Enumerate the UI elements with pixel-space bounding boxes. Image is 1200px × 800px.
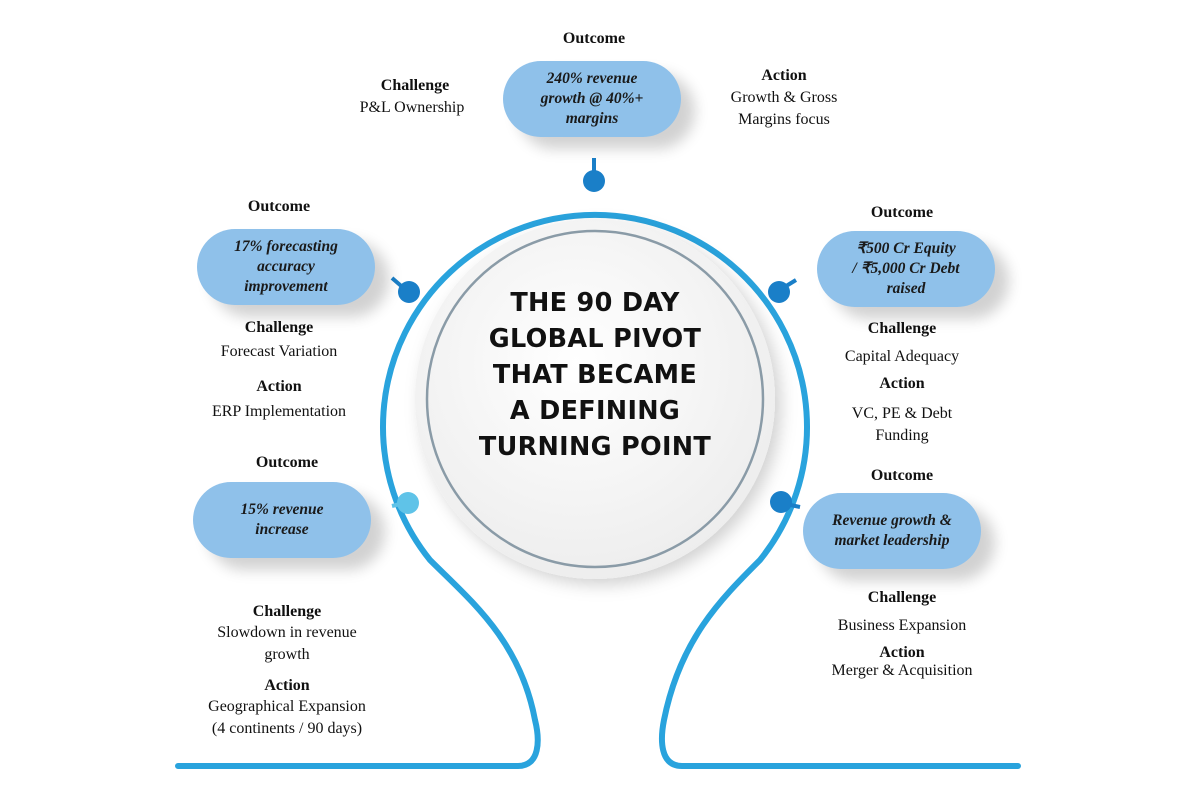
action-heading-lower-right: Action <box>879 644 925 661</box>
outcome-heading-lower-right: Outcome <box>870 467 934 484</box>
center-title-line: GLOBAL PIVOT <box>488 324 702 354</box>
challenge-heading-top: Challenge <box>380 77 450 94</box>
outcome-line: ₹500 Cr Equity <box>856 240 956 257</box>
outcome-line: 17% forecasting <box>234 238 338 255</box>
outcome-heading-lower-left: Outcome <box>255 454 319 471</box>
outcome-heading-upper-right: Outcome <box>870 204 934 221</box>
challenge-text-upper-right: Capital Adequacy <box>844 348 960 365</box>
center-title-line: THE 90 DAY <box>510 288 680 318</box>
outcome-line: growth @ 40%+ <box>540 90 644 107</box>
outcome-pill-top: 240% revenue growth @ 40%+ margins <box>503 61 681 137</box>
challenge-heading-upper-left: Challenge <box>244 319 314 336</box>
outcome-line: / ₹5,000 Cr Debt <box>852 260 960 277</box>
action-text-lower-right: Merger & Acquisition <box>831 662 973 679</box>
center-circle-ring <box>425 229 765 569</box>
challenge-heading-lower-right: Challenge <box>867 589 937 606</box>
node-upper-right <box>768 281 790 303</box>
center-title-line: TURNING POINT <box>478 432 712 462</box>
center-title: THE 90 DAY GLOBAL PIVOT THAT BECAME A DE… <box>440 285 750 465</box>
challenge-text-top: P&L Ownership <box>359 99 465 116</box>
outcome-pill-upper-right: ₹500 Cr Equity / ₹5,000 Cr Debt raised <box>817 231 995 307</box>
node-lower-right <box>770 491 792 513</box>
outcome-pill-lower-left: 15% revenue increase <box>193 482 371 558</box>
outcome-line: market leadership <box>834 532 950 549</box>
challenge-text-lower-left: Slowdown in revenue <box>217 624 357 641</box>
node-upper-left <box>398 281 420 303</box>
action-text-top: Margins focus <box>738 111 830 128</box>
node-top <box>583 170 605 192</box>
challenge-heading-upper-right: Challenge <box>867 320 937 337</box>
action-heading-top: Action <box>761 67 807 84</box>
action-heading-lower-left: Action <box>264 677 310 694</box>
action-heading-upper-right: Action <box>879 375 925 392</box>
outcome-line: improvement <box>244 278 328 295</box>
outcome-line: accuracy <box>257 258 315 275</box>
outcome-line: raised <box>886 280 926 297</box>
outcome-line: 240% revenue <box>546 70 638 87</box>
challenge-text-upper-left: Forecast Variation <box>220 343 338 360</box>
outcome-line: margins <box>565 110 619 127</box>
action-text-upper-right: VC, PE & Debt <box>851 405 953 422</box>
outcome-line: increase <box>255 521 309 538</box>
action-text-lower-left: (4 continents / 90 days) <box>211 720 363 737</box>
challenge-text-lower-right: Business Expansion <box>837 617 967 634</box>
action-text-lower-left: Geographical Expansion <box>208 698 366 715</box>
challenge-heading-lower-left: Challenge <box>252 603 322 620</box>
action-text-upper-right: Funding <box>875 427 929 444</box>
outcome-line: Revenue growth & <box>832 512 952 529</box>
outcome-line: 15% revenue <box>240 501 324 518</box>
action-heading-upper-left: Action <box>256 378 302 395</box>
outcome-pill-lower-right: Revenue growth & market leadership <box>803 493 981 569</box>
timeline-track <box>175 211 1021 769</box>
action-text-top: Growth & Gross <box>730 89 838 106</box>
challenge-text-lower-left: growth <box>264 646 310 663</box>
center-circle <box>415 219 775 579</box>
outcome-pill-upper-left: 17% forecasting accuracy improvement <box>197 229 375 305</box>
outcome-heading-top: Outcome <box>562 30 626 47</box>
action-text-upper-left: ERP Implementation <box>211 403 347 420</box>
center-title-line: A DEFINING <box>509 396 681 426</box>
outcome-heading-upper-left: Outcome <box>247 198 311 215</box>
center-title-line: THAT BECAME <box>492 360 698 390</box>
node-lower-left <box>397 492 419 514</box>
